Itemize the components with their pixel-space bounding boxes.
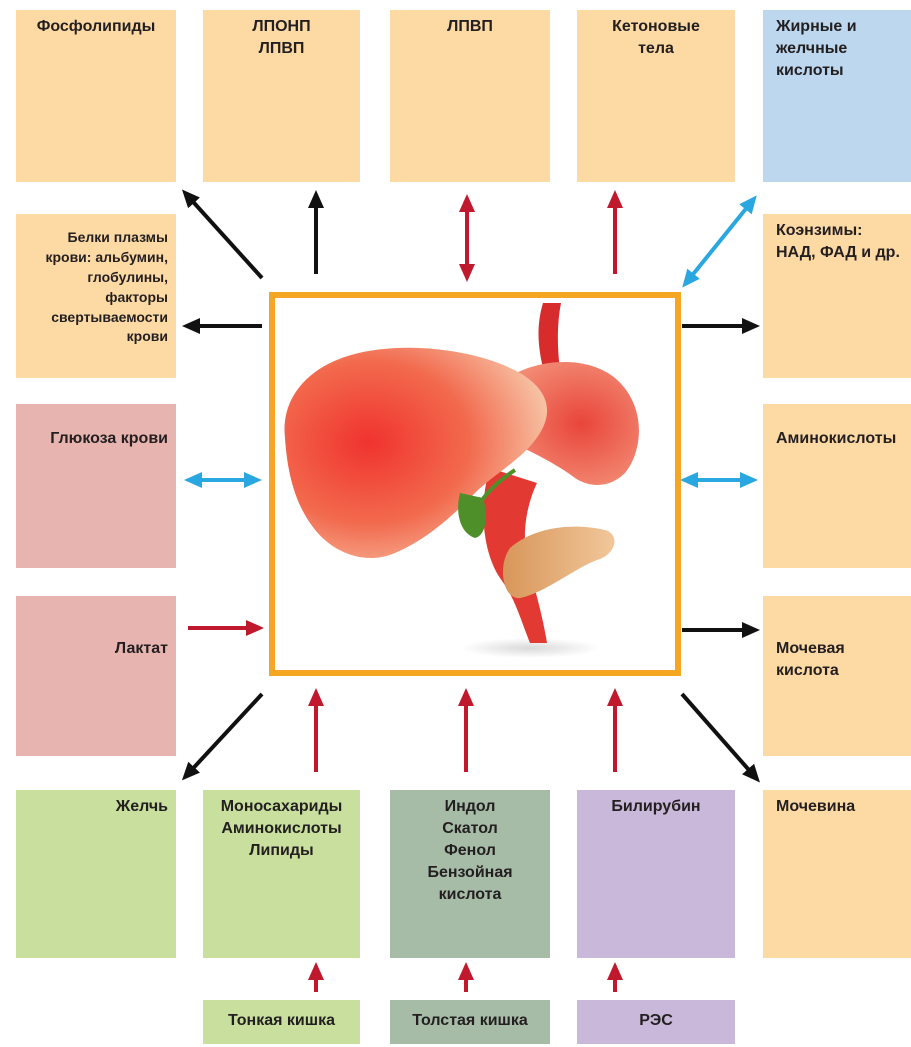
arrow-to-urea: [682, 694, 756, 778]
arrow-fatty-acids-coenzymes-bidirectional: [686, 200, 753, 283]
arrow-to-phospholipids: [186, 194, 262, 278]
arrow-to-bile: [186, 694, 262, 776]
